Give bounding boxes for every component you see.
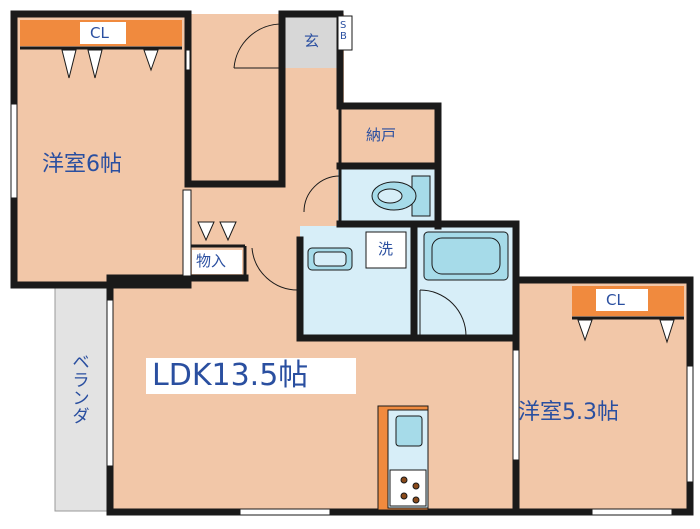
veranda-label-char: ン bbox=[72, 388, 90, 409]
kitchen-counter bbox=[377, 405, 429, 511]
entrance-floor bbox=[281, 14, 337, 68]
veranda-label-char: ベ bbox=[72, 353, 90, 373]
bathtub bbox=[423, 231, 509, 281]
veranda-label-char: ラ bbox=[72, 370, 90, 391]
room-western-53-label: 洋室5.3帖 bbox=[518, 400, 619, 425]
wash-basin bbox=[307, 247, 353, 271]
storage-label: 納戸 bbox=[366, 126, 397, 144]
closet-right-label: CL bbox=[606, 291, 625, 309]
shoe-box-label: SB bbox=[340, 20, 347, 42]
toilet-fixture bbox=[371, 175, 431, 217]
storage-floor bbox=[338, 106, 436, 166]
veranda-label-char: ダ bbox=[72, 406, 90, 427]
shoe-box bbox=[337, 15, 353, 51]
closet-door-marks bbox=[61, 49, 675, 344]
storage-door-marks bbox=[197, 221, 237, 242]
storage-label-bg bbox=[192, 250, 242, 274]
windows bbox=[10, 49, 694, 516]
closet-storage-label: 物入 bbox=[196, 252, 227, 270]
thin-walls bbox=[188, 106, 342, 278]
room-western-6-label: 洋室6帖 bbox=[42, 152, 122, 177]
closet-left-label: CL bbox=[90, 24, 109, 42]
room-ldk-label: LDK13.5帖 bbox=[146, 358, 357, 394]
room-western-6-floor bbox=[14, 14, 188, 285]
veranda-label: ベランダ bbox=[66, 353, 96, 427]
closet-right-label-bg bbox=[596, 289, 648, 311]
entrance-label: 玄 bbox=[304, 32, 320, 50]
closet-left-label-bg bbox=[80, 22, 126, 44]
washer-label: 洗 bbox=[378, 240, 394, 258]
washer-space bbox=[365, 231, 407, 269]
door-swings bbox=[233, 23, 467, 337]
